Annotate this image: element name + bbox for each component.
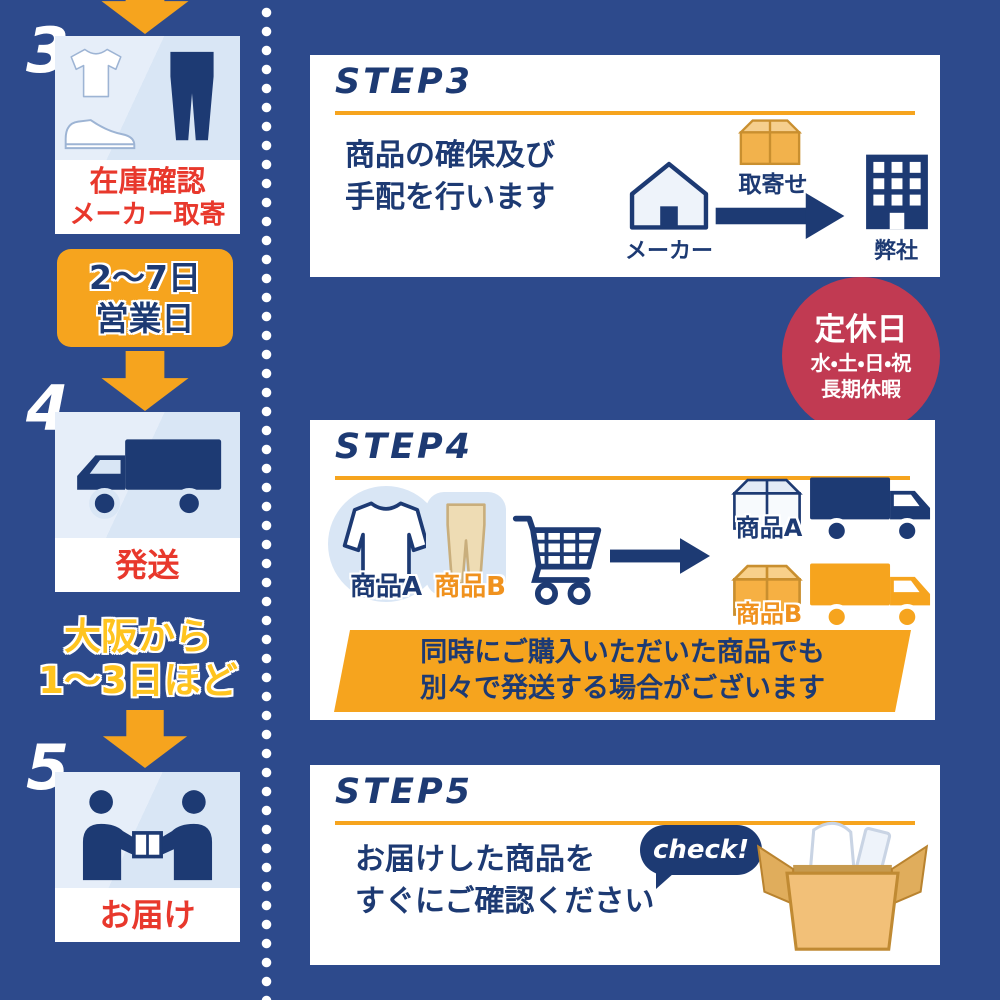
- lead-time-badge: 2〜7日 営業日: [57, 249, 233, 347]
- maker-label: メーカー: [624, 239, 713, 264]
- step4-card-title: STEP4: [335, 427, 473, 467]
- step5-label: お届け: [55, 888, 240, 942]
- cart-icon: [510, 502, 606, 612]
- jeans-icon: [161, 44, 223, 150]
- company-building-icon: [859, 151, 935, 231]
- step5-label-text: お届け: [99, 896, 196, 934]
- step3-card-text-line1: 商品の確保及び: [345, 138, 555, 173]
- package-icon: [735, 115, 805, 167]
- shipped-a-label: 商品A: [735, 514, 803, 542]
- handshake-delivery-icon: [65, 782, 230, 882]
- split-shipping-line1: 同時にご購入いただいた商品でも: [420, 636, 825, 668]
- maker-house-icon: [625, 157, 713, 231]
- item-a-label: 商品A: [349, 572, 423, 602]
- truck-a-icon: [807, 468, 935, 548]
- holiday-badge-vacation: 長期休暇: [821, 377, 901, 402]
- step3-card-title: STEP3: [335, 62, 473, 102]
- company-label: 弊社: [873, 239, 918, 264]
- transfer-arrow-icon: [710, 193, 850, 239]
- step4-label: 発送: [55, 538, 240, 592]
- split-arrow-icon: [610, 532, 710, 580]
- step3-card: STEP3 商品の確保及び 手配を行います メーカー 取寄せ 弊社: [310, 55, 940, 277]
- step3-label-line1: 在庫確認: [89, 163, 206, 198]
- check-bubble-label: check!: [652, 835, 750, 865]
- holiday-badge-title: 定休日: [814, 311, 908, 348]
- dotted-divider: [261, 0, 272, 1000]
- open-box-icon: [750, 813, 935, 958]
- item-b-label: 商品B: [434, 572, 506, 602]
- tshirt-icon: [65, 44, 127, 102]
- lead-time-line1: 2〜7日: [89, 257, 201, 297]
- step3-title-rule: [335, 111, 915, 115]
- step4-title-rule: [335, 476, 910, 480]
- step5-card-text: お届けした商品を すぐにご確認ください: [355, 839, 654, 923]
- shoe-icon: [61, 108, 139, 154]
- shipping-time-note: 大阪から 1〜3日ほど: [0, 615, 276, 702]
- step3-icon-tile: [55, 36, 240, 160]
- truck-b-icon: [807, 554, 935, 634]
- step3-card-text: 商品の確保及び 手配を行います: [345, 135, 555, 219]
- holiday-badge: 定休日 水・土・日・祝 長期休暇: [782, 277, 940, 435]
- flow-arrow-down-top-icon: [101, 0, 189, 34]
- step5-icon-tile: [55, 772, 240, 888]
- step3-label-line2: メーカー取寄: [69, 199, 226, 230]
- step4-card: STEP4 商品A 商品B 商品A 商品B 同時にご購入いただいた商品でも 別々…: [310, 420, 935, 720]
- flow-arrow-down-1-icon: [101, 351, 189, 411]
- step5-card: STEP5 お届けした商品を すぐにご確認ください check!: [310, 765, 940, 965]
- step5-card-title: STEP5: [335, 772, 473, 812]
- step5-card-text-line1: お届けした商品を: [355, 842, 595, 877]
- shipping-time-line2: 1〜3日ほど: [38, 658, 238, 702]
- truck-icon: [71, 428, 225, 524]
- shipping-time-line1: 大阪から: [64, 615, 212, 658]
- step5-card-text-line2: すぐにご確認ください: [355, 884, 655, 919]
- holiday-badge-days: 水・土・日・祝: [810, 351, 912, 376]
- step3-card-text-line2: 手配を行います: [345, 180, 555, 215]
- shipped-b-label: 商品B: [735, 600, 803, 628]
- lead-time-line2: 営業日: [95, 299, 195, 338]
- split-shipping-banner: 同時にご購入いただいた商品でも 別々で発送する場合がございます: [334, 630, 911, 712]
- step3-label: 在庫確認 メーカー取寄: [55, 160, 240, 234]
- step4-label-text: 発送: [115, 546, 180, 584]
- transfer-label: 取寄せ: [738, 172, 808, 198]
- split-shipping-line2: 別々で発送する場合がございます: [420, 673, 825, 704]
- step5-title-rule: [335, 821, 915, 825]
- step4-icon-tile: [55, 412, 240, 538]
- check-bubble: check!: [640, 825, 762, 889]
- flow-arrow-down-2-icon: [101, 710, 189, 768]
